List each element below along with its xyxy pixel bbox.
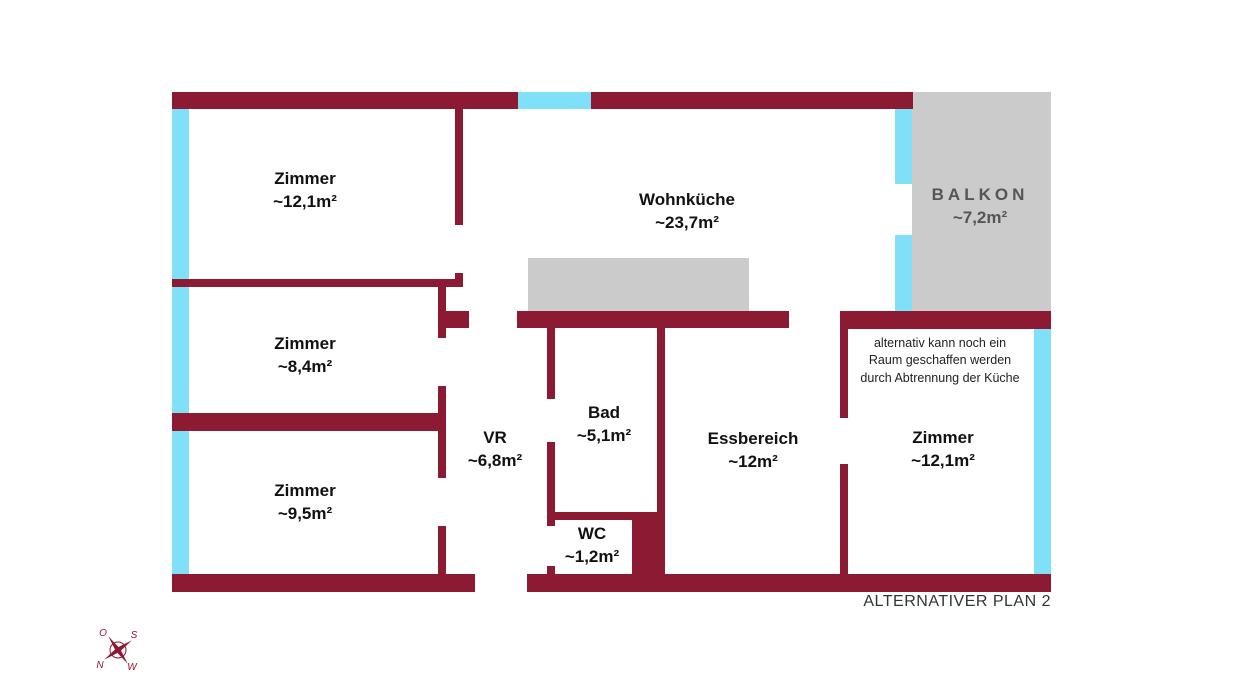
wall-bad-left-top — [547, 328, 555, 399]
wall-hall-left-mid — [438, 386, 446, 478]
wall-top-left — [172, 92, 518, 109]
wall-zimmer2-bottom — [172, 413, 446, 431]
room-area: ~23,7m² — [655, 213, 719, 232]
note-line-1: alternativ kann noch ein — [874, 336, 1006, 350]
plan-label: ALTERNATIVER PLAN 2 — [863, 593, 1051, 610]
window-balcony-2 — [895, 235, 912, 311]
room-name: VR — [483, 428, 507, 447]
room-area: ~5,1m² — [577, 426, 632, 445]
wall-balcony-bottom — [840, 311, 1051, 329]
room-name: Wohnküche — [639, 190, 735, 209]
room-zimmer-right: Zimmer ~12,1m² — [911, 428, 975, 470]
room-name: Zimmer — [912, 428, 974, 447]
wall-wc-left — [547, 566, 555, 574]
room-essbereich: Essbereich ~12m² — [708, 429, 799, 471]
note-line-3: durch Abtrennung der Küche — [860, 371, 1019, 385]
wall-bad-left-bottom — [547, 442, 555, 526]
wall-bad-bottom — [547, 512, 657, 520]
room-area: ~7,2m² — [953, 208, 1008, 227]
wall-zimmer1-bottom — [172, 279, 463, 287]
room-bad: Bad ~5,1m² — [577, 403, 632, 445]
room-name: Zimmer — [274, 334, 336, 353]
room-area: ~9,5m² — [278, 504, 333, 523]
compass-letter-left: N — [96, 660, 104, 671]
window-balcony-1 — [895, 109, 912, 184]
wall-bottom-right — [527, 574, 1051, 592]
compass-ring — [109, 641, 127, 659]
room-area: ~6,8m² — [468, 451, 523, 470]
alternative-note: alternativ kann noch ein Raum geschaffen… — [860, 336, 1019, 385]
wall-hall-left-stub — [438, 311, 469, 328]
room-area: ~12m² — [728, 452, 778, 471]
room-zimmer-top-left: Zimmer ~12,1m² — [273, 169, 337, 211]
room-vr: VR ~6,8m² — [468, 428, 523, 470]
room-name: WC — [578, 524, 606, 543]
window-left-2 — [172, 287, 189, 413]
balcony-area — [912, 92, 1051, 312]
wall-bad-right — [657, 328, 665, 574]
wall-shaft — [632, 512, 665, 574]
wall-bottom-left — [172, 574, 475, 592]
note-line-2: Raum geschaffen werden — [869, 353, 1011, 367]
room-area: ~1,2m² — [565, 547, 620, 566]
room-area: ~12,1m² — [911, 451, 975, 470]
wall-top-right — [591, 92, 913, 109]
compass-star — [104, 636, 132, 664]
room-name: Bad — [588, 403, 620, 422]
window-left-3 — [172, 431, 189, 574]
room-wohnkueche: Wohnküche ~23,7m² — [639, 190, 735, 232]
windows — [172, 92, 1051, 574]
room-balkon: BALKON ~7,2m² — [932, 185, 1029, 227]
room-name: Essbereich — [708, 429, 799, 448]
room-wc: WC ~1,2m² — [565, 524, 620, 566]
kitchen-counter — [528, 258, 749, 312]
room-name: BALKON — [932, 185, 1029, 204]
wall-hall-left-bottom — [438, 526, 446, 574]
room-zimmer-mid-left: Zimmer ~8,4m² — [274, 334, 336, 376]
wall-zimmer-right-top — [840, 329, 848, 418]
room-name: Zimmer — [274, 169, 336, 188]
window-right — [1034, 329, 1051, 574]
compass-letter-top: O — [99, 628, 107, 639]
compass-letter-bottom: W — [127, 662, 138, 673]
wall-zimmer1-divider — [455, 109, 463, 225]
wall-kitchen-bottom — [517, 311, 789, 328]
compass-letter-right: S — [131, 630, 138, 641]
room-area: ~12,1m² — [273, 192, 337, 211]
compass-rose-icon: O S W N — [96, 628, 138, 673]
window-left-1 — [172, 109, 189, 279]
window-top — [518, 92, 591, 109]
room-name: Zimmer — [274, 481, 336, 500]
room-zimmer-bottom-left: Zimmer ~9,5m² — [274, 481, 336, 523]
room-area: ~8,4m² — [278, 357, 333, 376]
walls — [172, 92, 1051, 592]
wall-zimmer-right-bottom — [840, 464, 848, 574]
